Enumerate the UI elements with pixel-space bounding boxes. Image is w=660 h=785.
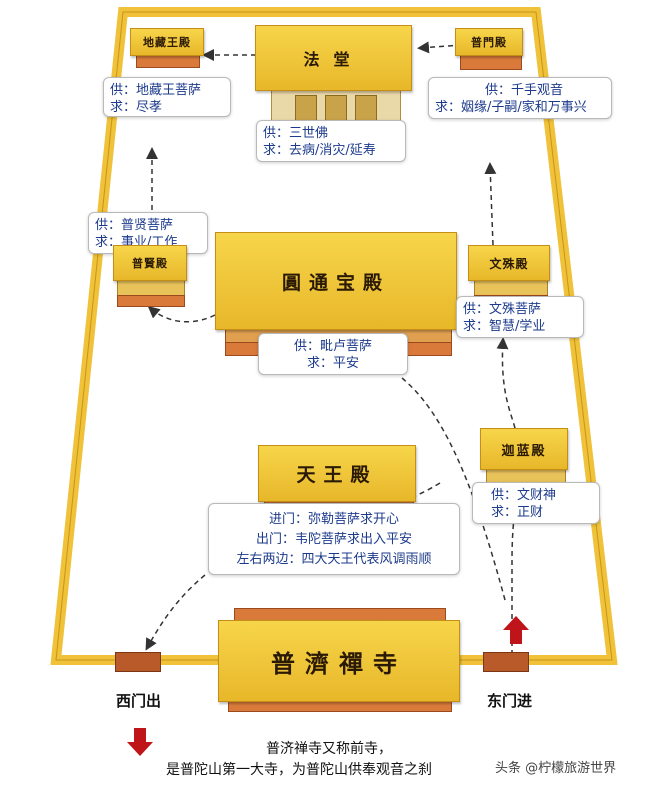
building-puxian: 普賢殿 [113, 245, 188, 307]
caption-line2: 是普陀山第一大寺，为普陀山供奉观音之刹 [166, 762, 432, 778]
west-gate [115, 652, 161, 672]
label-yuantong: 供：毗卢菩萨 求：平安 [258, 333, 408, 375]
route-arrow-tianwang-to-yuantong [401, 377, 506, 601]
label-dizang: 供：地藏王菩萨 求：尽孝 [103, 77, 231, 117]
label-qielan-line2: 求：正财 [491, 505, 544, 520]
hall-name-qielan: 迦蓝殿 [480, 428, 568, 470]
label-wenshu-line2: 求：智慧/学业 [463, 319, 546, 334]
caption-line1: 普济禅寺又称前寺， [266, 741, 392, 757]
building-dizang: 地藏王殿 [130, 28, 205, 68]
label-tianwang-line1: 进门：弥勒菩萨求开心 [268, 512, 399, 527]
route-arrow-pumen-to-fatang [417, 41, 463, 54]
label-tianwang: 进门：弥勒菩萨求开心 出门：韦陀菩萨求出入平安 左右两边：四大天王代表风调雨顺 [208, 503, 460, 575]
route-arrow-qielan-to-wenshu [496, 337, 516, 429]
watermark: 头条 @柠檬旅游世界 [492, 757, 620, 776]
east-gate [483, 652, 529, 672]
label-pumen-line1: 供：千手观音 [485, 83, 564, 98]
route-arrow-yuantong-to-puxian [147, 306, 216, 323]
west-gate-label: 西门出 [116, 692, 162, 710]
hall-name-tianwang: 天王殿 [258, 445, 416, 502]
building-fatang: 法堂 [255, 25, 415, 130]
building-puji: 普濟禪寺 [218, 608, 460, 713]
label-wenshu-line1: 供：文殊菩萨 [463, 302, 542, 317]
hall-name-pumen: 普門殿 [455, 28, 523, 56]
label-pumen: 供：千手观音 求：姻缘/子嗣/家和万事兴 [428, 77, 612, 119]
hall-name-dizang: 地藏王殿 [130, 28, 204, 56]
entry-arrow-icon [503, 616, 529, 644]
label-qielan-line1: 供：文财神 [491, 488, 557, 503]
building-qielan: 迦蓝殿 [480, 428, 570, 490]
label-tianwang-line2: 出门：韦陀菩萨求出入平安 [255, 532, 412, 547]
label-dizang-line2: 求：尽孝 [110, 100, 163, 115]
label-pumen-line2: 求：姻缘/子嗣/家和万事兴 [435, 100, 587, 115]
label-dizang-line1: 供：地藏王菩萨 [110, 83, 202, 98]
label-yuantong-line2: 求：平安 [306, 356, 359, 371]
hall-name-puji: 普濟禪寺 [218, 620, 460, 702]
label-qielan: 供：文财神 求：正财 [472, 482, 600, 524]
label-tianwang-line3: 左右两边：四大天王代表风调雨顺 [236, 552, 432, 567]
label-yuantong-line1: 供：毗卢菩萨 [293, 339, 372, 354]
label-wenshu: 供：文殊菩萨 求：智慧/学业 [456, 296, 584, 338]
hall-name-wenshu: 文殊殿 [468, 245, 550, 281]
hall-name-fatang: 法堂 [255, 25, 412, 91]
label-fatang-line2: 求：去病/消灾/延寿 [263, 143, 376, 158]
hall-name-yuantong: 圓通宝殿 [215, 232, 457, 330]
route-arrow-wenshu-to-pumen [484, 162, 497, 246]
exit-arrow-icon [127, 728, 153, 756]
hall-name-puxian: 普賢殿 [113, 245, 187, 281]
building-tianwang: 天王殿 [258, 445, 418, 515]
label-puxian-line1: 供：普贤菩萨 [95, 218, 174, 233]
route-arrow-to-west-gate [145, 574, 206, 651]
east-gate-label: 东门进 [487, 692, 533, 710]
label-fatang: 供：三世佛 求：去病/消灾/延寿 [256, 120, 406, 162]
building-pumen: 普門殿 [455, 28, 525, 70]
label-fatang-line1: 供：三世佛 [263, 126, 329, 141]
